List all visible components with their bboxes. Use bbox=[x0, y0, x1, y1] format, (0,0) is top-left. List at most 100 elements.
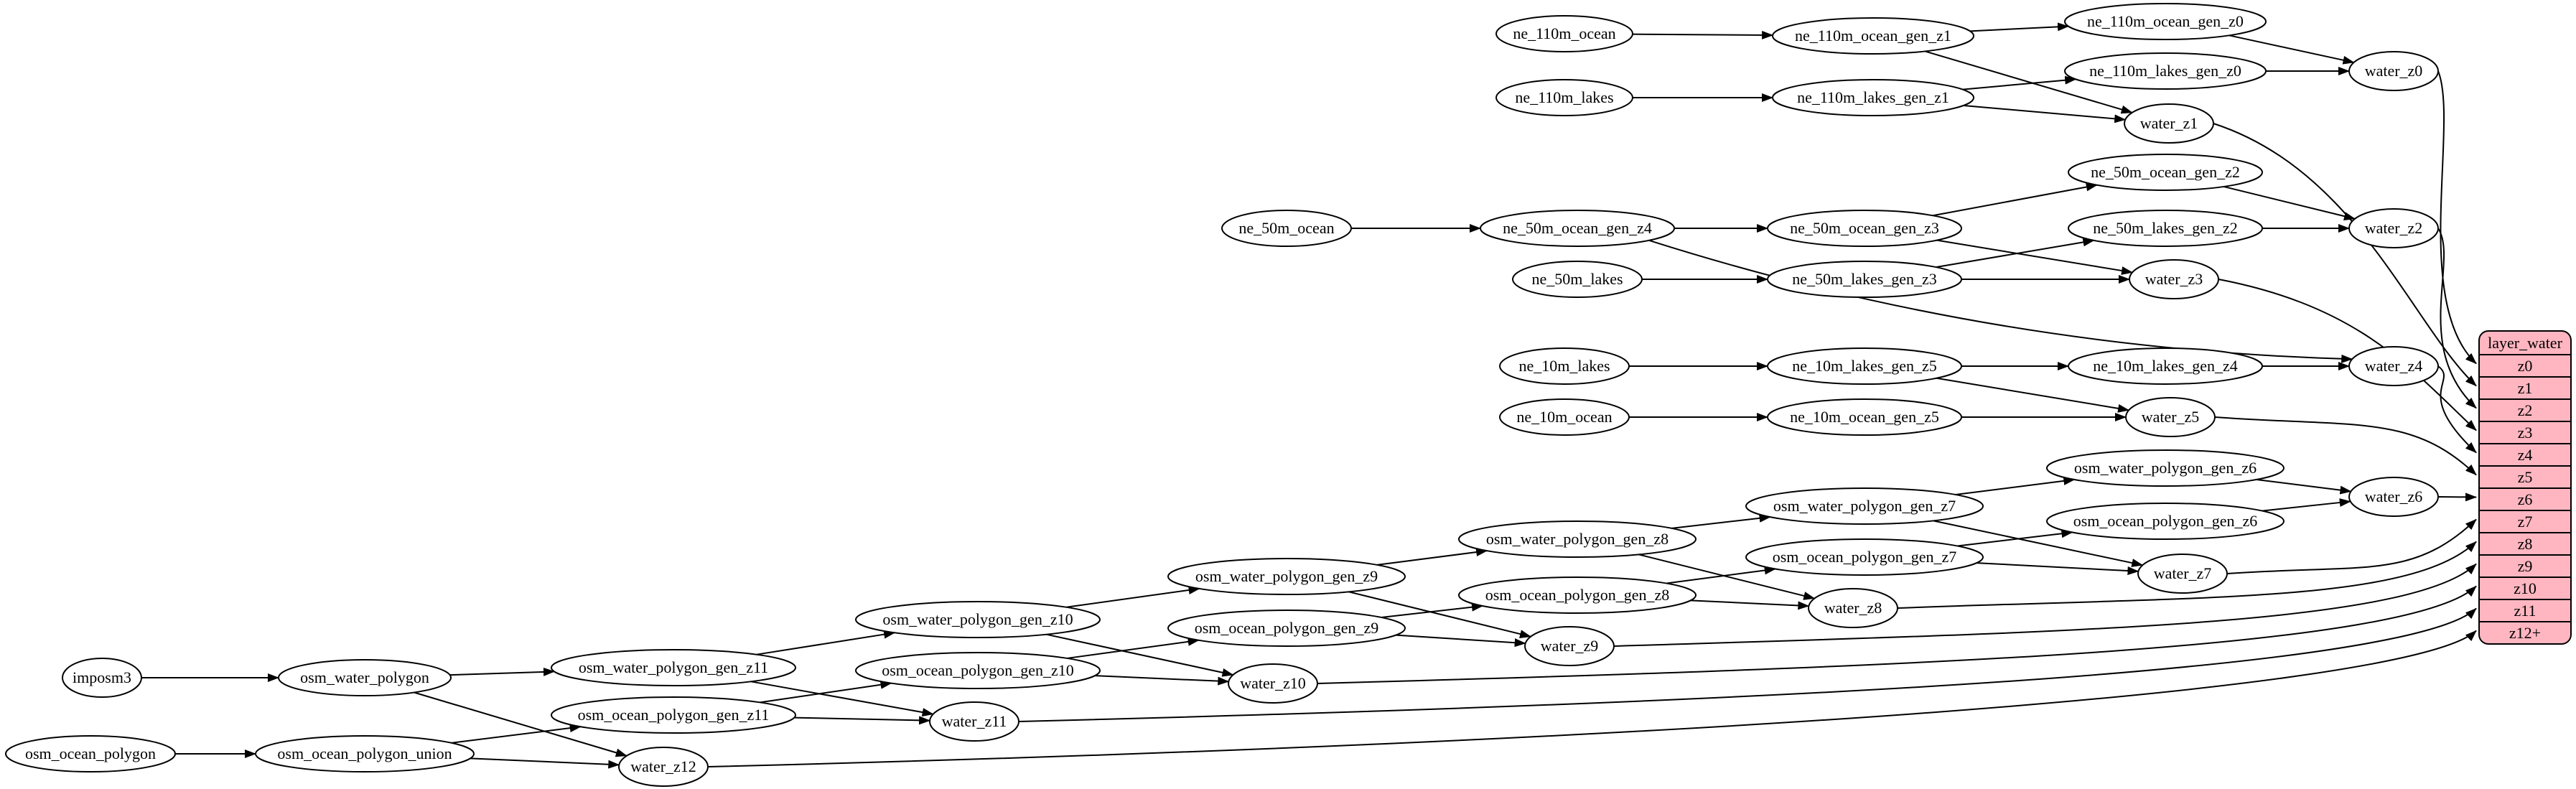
node-label-osm_water_polygon_gen_z6: osm_water_polygon_gen_z6 bbox=[2074, 459, 2257, 477]
layer-water-row-z8: z8 bbox=[2480, 532, 2570, 554]
node-ne_50m_lakes_gen_z3: ne_50m_lakes_gen_z3 bbox=[1767, 261, 1962, 298]
edge-ne_110m_ocean_gen_z1-to-ne_110m_ocean_gen_z0 bbox=[1969, 22, 2070, 32]
node-label-ne_10m_lakes: ne_10m_lakes bbox=[1518, 357, 1610, 375]
node-ellipse-osm_ocean_polygon_gen_z6 bbox=[2046, 503, 2285, 540]
node-ellipse-water_z12 bbox=[618, 747, 709, 787]
edge-osm_water_polygon_gen_z8-to-water_z8 bbox=[1638, 554, 1816, 600]
layer-water-row-z7: z7 bbox=[2480, 510, 2570, 532]
node-label-ne_110m_ocean: ne_110m_ocean bbox=[1513, 24, 1615, 42]
node-label-ne_10m_lakes_gen_z5: ne_10m_lakes_gen_z5 bbox=[1792, 357, 1937, 375]
edge-osm_water_polygon_gen_z9-to-water_z9 bbox=[1348, 591, 1532, 638]
node-ellipse-ne_10m_lakes bbox=[1499, 347, 1630, 385]
node-label-ne_50m_ocean_gen_z2: ne_50m_ocean_gen_z2 bbox=[2091, 163, 2240, 181]
node-ne_110m_ocean: ne_110m_ocean bbox=[1495, 15, 1633, 52]
node-ellipse-ne_50m_ocean_gen_z4 bbox=[1480, 210, 1675, 247]
edge-ne_10m_lakes_gen_z5-to-water_z5 bbox=[1936, 377, 2130, 413]
node-ellipse-osm_ocean_polygon_gen_z10 bbox=[855, 652, 1101, 689]
edge-ne_110m_ocean_gen_z0-to-water_z0 bbox=[2229, 34, 2355, 65]
node-ellipse-water_z3 bbox=[2129, 259, 2219, 299]
node-water_z8: water_z8 bbox=[1808, 588, 1898, 628]
node-water_z7: water_z7 bbox=[2137, 554, 2228, 594]
node-osm_water_polygon_gen_z7: osm_water_polygon_gen_z7 bbox=[1745, 487, 1984, 525]
node-ellipse-osm_ocean_polygon_gen_z8 bbox=[1458, 576, 1697, 614]
edge-ne_110m_ocean-to-ne_110m_ocean_gen_z1 bbox=[1632, 30, 1774, 39]
node-ne_10m_lakes: ne_10m_lakes bbox=[1499, 347, 1630, 385]
edge-ne_50m_ocean_gen_z3-to-ne_50m_ocean_gen_z2 bbox=[1933, 182, 2098, 217]
node-label-water_z11: water_z11 bbox=[942, 712, 1007, 730]
node-label-water_z3: water_z3 bbox=[2145, 270, 2203, 288]
node-ellipse-water_z2 bbox=[2348, 208, 2439, 248]
node-water_z0: water_z0 bbox=[2348, 51, 2439, 91]
node-water_z12: water_z12 bbox=[618, 747, 709, 787]
edge-water_z6-to-layer_water-z6 bbox=[2437, 492, 2477, 502]
node-label-water_z7: water_z7 bbox=[2154, 564, 2212, 582]
node-label-water_z10: water_z10 bbox=[1240, 674, 1306, 692]
node-water_z10: water_z10 bbox=[1228, 663, 1318, 704]
layer-water-row-z0: z0 bbox=[2480, 354, 2570, 376]
edge-water_z3-to-layer_water-z3 bbox=[2218, 279, 2477, 431]
node-ne_110m_lakes_gen_z0: ne_110m_lakes_gen_z0 bbox=[2064, 52, 2267, 90]
node-label-imposm3: imposm3 bbox=[73, 668, 131, 686]
node-ellipse-ne_50m_ocean_gen_z2 bbox=[2068, 154, 2263, 191]
edge-water_z5-to-layer_water-z5 bbox=[2214, 416, 2477, 476]
edge-water_z11-to-layer_water-z11 bbox=[1018, 607, 2477, 722]
node-water_z5: water_z5 bbox=[2125, 397, 2216, 437]
node-ne_10m_lakes_gen_z5: ne_10m_lakes_gen_z5 bbox=[1767, 347, 1962, 385]
edge-osm_water_polygon_gen_z10-to-water_z10 bbox=[1046, 633, 1234, 677]
node-water_z9: water_z9 bbox=[1524, 626, 1615, 666]
node-ellipse-ne_110m_ocean_gen_z0 bbox=[2064, 3, 2267, 40]
edge-water_z0-to-layer_water-z0 bbox=[2437, 70, 2477, 365]
node-label-ne_50m_lakes_gen_z3: ne_50m_lakes_gen_z3 bbox=[1792, 270, 1937, 288]
node-osm_ocean_polygon_union: osm_ocean_polygon_union bbox=[255, 735, 475, 772]
node-ellipse-ne_10m_lakes_gen_z4 bbox=[2068, 347, 2263, 385]
edge-osm_water_polygon_gen_z8-to-osm_water_polygon_gen_z7 bbox=[1671, 513, 1771, 529]
node-ellipse-osm_water_polygon_gen_z7 bbox=[1745, 487, 1984, 525]
edge-osm_ocean_polygon_gen_z7-to-osm_ocean_polygon_gen_z6 bbox=[1957, 529, 2073, 547]
edge-osm_ocean_polygon_gen_z6-to-water_z6 bbox=[2262, 498, 2351, 512]
node-label-water_z9: water_z9 bbox=[1541, 637, 1599, 655]
node-label-osm_water_polygon_gen_z10: osm_water_polygon_gen_z10 bbox=[882, 610, 1073, 628]
node-label-water_z6: water_z6 bbox=[2365, 487, 2423, 505]
node-ne_50m_ocean_gen_z4: ne_50m_ocean_gen_z4 bbox=[1480, 210, 1675, 247]
layer-water-row-z10: z10 bbox=[2480, 576, 2570, 599]
node-ellipse-water_z1 bbox=[2124, 103, 2214, 144]
node-ellipse-osm_water_polygon_gen_z9 bbox=[1167, 558, 1406, 595]
node-ellipse-water_z5 bbox=[2125, 397, 2216, 437]
node-osm_water_polygon_gen_z6: osm_water_polygon_gen_z6 bbox=[2046, 449, 2285, 487]
node-label-osm_water_polygon: osm_water_polygon bbox=[300, 668, 429, 686]
node-ellipse-osm_water_polygon bbox=[278, 659, 452, 696]
node-label-water_z1: water_z1 bbox=[2140, 114, 2198, 132]
node-ellipse-water_z6 bbox=[2348, 477, 2439, 517]
node-label-water_z2: water_z2 bbox=[2365, 219, 2423, 237]
layer-water-row-z3: z3 bbox=[2480, 421, 2570, 443]
node-label-osm_water_polygon_gen_z7: osm_water_polygon_gen_z7 bbox=[1773, 497, 1956, 515]
node-ellipse-ne_110m_lakes bbox=[1495, 79, 1633, 116]
node-label-osm_ocean_polygon_gen_z10: osm_ocean_polygon_gen_z10 bbox=[882, 661, 1074, 679]
layer-water-row-z4: z4 bbox=[2480, 443, 2570, 465]
edge-ne_50m_lakes_gen_z3-to-ne_50m_lakes_gen_z2 bbox=[1936, 238, 2095, 269]
node-label-water_z4: water_z4 bbox=[2365, 357, 2423, 375]
node-ellipse-osm_ocean_polygon_union bbox=[255, 735, 475, 772]
node-ellipse-water_z7 bbox=[2137, 554, 2228, 594]
node-ellipse-ne_10m_ocean_gen_z5 bbox=[1767, 398, 1962, 436]
node-ne_110m_ocean_gen_z0: ne_110m_ocean_gen_z0 bbox=[2064, 3, 2267, 40]
node-water_z2: water_z2 bbox=[2348, 208, 2439, 248]
edge-osm_water_polygon_gen_z11-to-osm_water_polygon_gen_z10 bbox=[756, 630, 896, 655]
node-osm_ocean_polygon: osm_ocean_polygon bbox=[5, 735, 176, 772]
edge-ne_110m_ocean_gen_z1-to-water_z1 bbox=[1925, 50, 2133, 114]
edge-water_z1-to-layer_water-z1 bbox=[2213, 123, 2477, 387]
node-label-ne_50m_lakes_gen_z2: ne_50m_lakes_gen_z2 bbox=[2093, 219, 2238, 237]
node-ellipse-osm_water_polygon_gen_z6 bbox=[2046, 449, 2285, 487]
node-ellipse-ne_50m_ocean bbox=[1221, 210, 1352, 247]
node-ne_50m_lakes_gen_z2: ne_50m_lakes_gen_z2 bbox=[2068, 210, 2263, 247]
node-label-water_z8: water_z8 bbox=[1824, 599, 1882, 617]
edge-ne_110m_lakes_gen_z1-to-water_z1 bbox=[1963, 104, 2127, 123]
node-label-osm_ocean_polygon_union: osm_ocean_polygon_union bbox=[277, 744, 452, 762]
edge-osm_ocean_polygon_gen_z7-to-water_z7 bbox=[1977, 562, 2139, 576]
node-water_z4: water_z4 bbox=[2348, 346, 2439, 386]
edge-water_z4-to-layer_water-z4 bbox=[2437, 365, 2477, 454]
node-label-ne_10m_lakes_gen_z4: ne_10m_lakes_gen_z4 bbox=[2093, 357, 2238, 375]
node-ne_10m_lakes_gen_z4: ne_10m_lakes_gen_z4 bbox=[2068, 347, 2263, 385]
node-ellipse-osm_water_polygon_gen_z8 bbox=[1458, 520, 1697, 558]
node-water_z11: water_z11 bbox=[929, 701, 1019, 742]
